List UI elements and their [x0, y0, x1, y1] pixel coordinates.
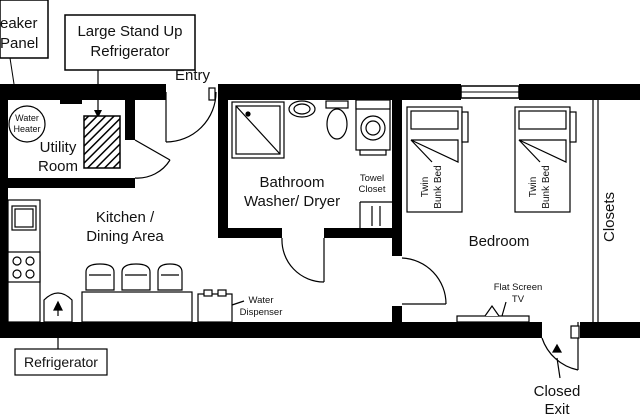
wall-utility-bottom [0, 178, 135, 188]
bedroom-label: Bedroom [469, 233, 530, 250]
bunk-bed-right-label-1: Twin [528, 177, 539, 198]
wall-bath-left [218, 84, 228, 238]
bar-counter [81, 291, 193, 323]
water-dispenser-label-2: Dispenser [240, 307, 283, 318]
toilet-tank [325, 100, 349, 109]
towel-closet [359, 201, 392, 228]
entry-door [165, 87, 217, 143]
wall-left [0, 84, 8, 338]
towel-closet-label-1: Towel [360, 173, 384, 184]
kitchen-label-1: Kitchen / [96, 209, 155, 226]
large-fridge-callout [64, 14, 196, 118]
water-dispenser-label-1: Water [249, 295, 274, 306]
bathroom-label-1: Bathroom [259, 174, 324, 191]
water-heater-circle [8, 105, 46, 143]
bunk-bed-right-label-2: Bunk Bed [541, 165, 552, 208]
bedroom-door [401, 257, 447, 305]
bar-stools [85, 263, 183, 291]
water-heater-label-2: Heater [13, 124, 40, 134]
bathroom-door [281, 237, 325, 283]
bunk-bed-left-label-1: Twin [420, 177, 431, 198]
toilet-bowl [326, 108, 348, 140]
breaker-panel-label-2: Panel [0, 35, 38, 52]
breaker-panel-label-1: eaker [0, 15, 38, 32]
bunk-bed-left-label-2: Bunk Bed [433, 165, 444, 208]
bunk-bed-left [406, 106, 469, 213]
bathroom-fixtures [231, 99, 391, 159]
kitchen-counter [7, 199, 41, 323]
large-fridge-label-2: Refrigerator [90, 43, 169, 60]
refrigerator-callout [14, 338, 108, 376]
stove [7, 251, 41, 283]
tv-label-2: TV [512, 294, 525, 305]
wall-utility-right [125, 100, 135, 140]
wall-bedroom-left [392, 84, 402, 256]
wall-bath-bottom-right [324, 228, 396, 238]
towel-closet-label-2: Closet [359, 184, 386, 195]
fridge-hatched [83, 115, 121, 169]
utility-room-label-1: Utility [40, 139, 77, 156]
exit-label-1: Closed [534, 383, 581, 400]
water-heater-label-1: Water [15, 113, 39, 123]
utility-room-label-2: Room [38, 158, 78, 175]
closets [592, 100, 599, 322]
flat-screen-tv [456, 301, 530, 323]
closets-label: Closets [601, 192, 618, 242]
utility-room [8, 100, 121, 169]
entry-label: Entry [175, 67, 211, 84]
bunk-bed-right [514, 106, 577, 213]
bathroom-label-2: Washer/ Dryer [244, 193, 340, 210]
breaker-panel-box [0, 0, 49, 85]
large-fridge-label-1: Large Stand Up [77, 23, 182, 40]
refrigerator-label: Refrigerator [24, 354, 98, 370]
wall-top-bedroom [519, 84, 640, 100]
wall-top-bath [218, 84, 461, 100]
water-dispenser [197, 289, 245, 323]
walls [0, 84, 640, 338]
tv-label-1: Flat Screen [494, 282, 543, 293]
kitchen-refrigerator [43, 292, 73, 323]
exit-door [541, 322, 580, 379]
wall-bedroom-left-lower [392, 306, 402, 338]
exit-label-2: Exit [544, 401, 570, 417]
utility-door [134, 139, 171, 179]
kitchen-label-2: Dining Area [86, 228, 164, 245]
wall-top-utility [0, 84, 166, 100]
wall-bath-bottom [218, 228, 282, 238]
wall-bottom [0, 322, 542, 338]
wall-bottom-right [580, 322, 640, 338]
